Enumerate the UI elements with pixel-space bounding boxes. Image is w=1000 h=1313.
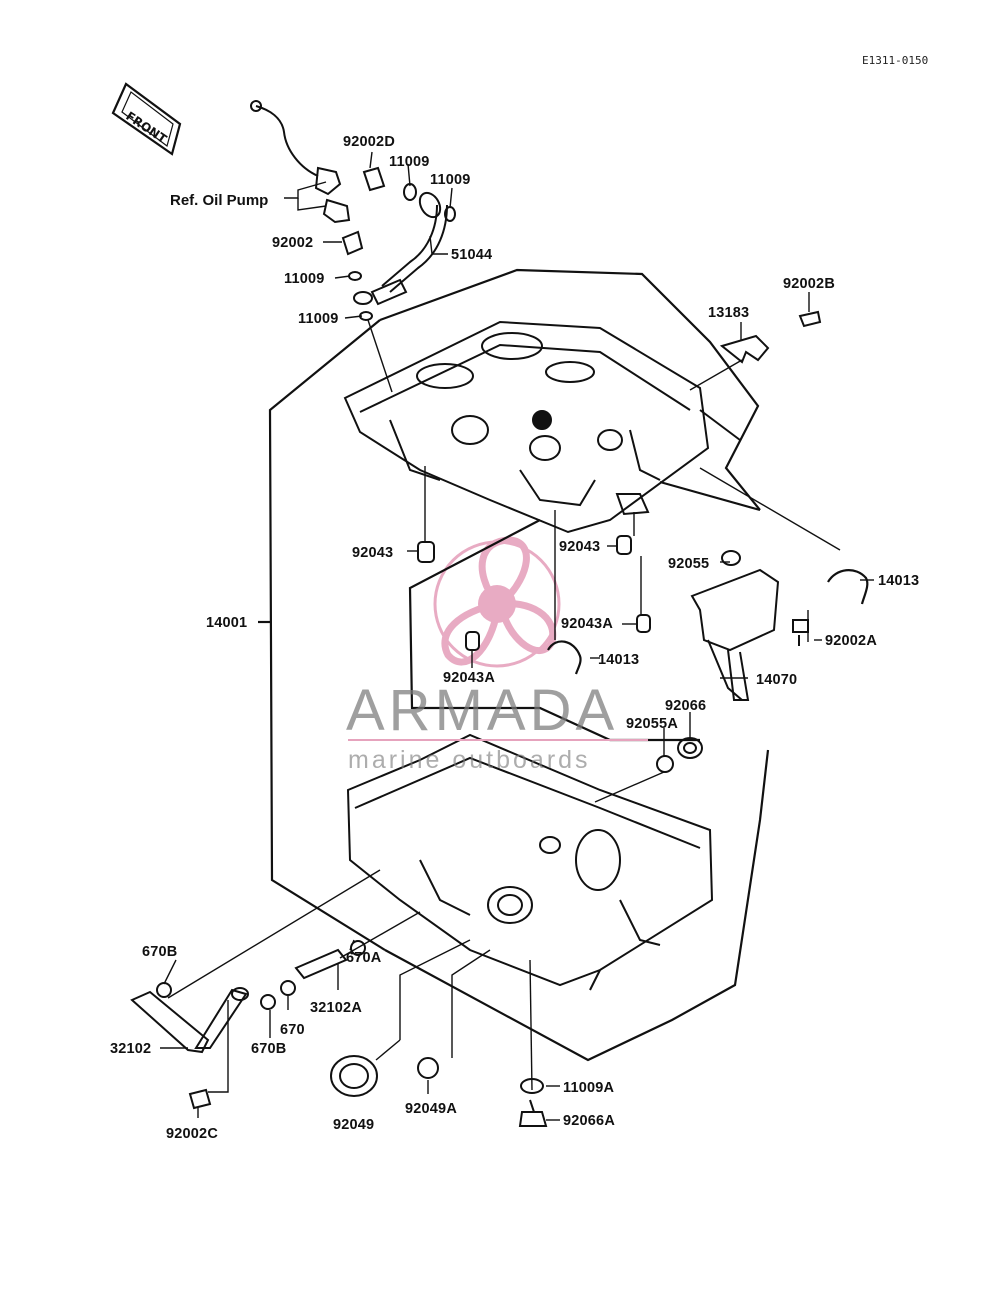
part-14013-a: 14013	[878, 573, 919, 589]
part-32102A: 32102A	[310, 1000, 362, 1016]
part-92066: 92066	[665, 698, 706, 714]
part-labels: 92002D 11009 11009 Ref. Oil Pump 92002 5…	[110, 134, 919, 1142]
shift-linkage-32102	[130, 940, 366, 1110]
part-32102: 32102	[110, 1041, 151, 1057]
part-13183: 13183	[708, 305, 749, 321]
part-11009-a: 11009	[389, 154, 430, 170]
part-92043-a: 92043	[352, 545, 393, 561]
seal-14013	[547, 569, 869, 675]
part-92002B: 92002B	[783, 276, 835, 292]
part-92002: 92002	[272, 235, 313, 251]
watermark-tagline: marine outboards	[348, 746, 591, 774]
part-14001: 14001	[206, 615, 247, 631]
bracket-13183	[719, 310, 822, 364]
leader-lines	[160, 151, 874, 1121]
front-arrow-icon: FRONT	[111, 82, 182, 156]
ref-oil-pump-label: Ref. Oil Pump	[170, 192, 268, 209]
part-11009A: 11009A	[563, 1080, 615, 1096]
part-11009-d: 11009	[298, 311, 339, 327]
part-670B-a: 670B	[142, 944, 177, 960]
part-92049: 92049	[333, 1117, 374, 1133]
part-92055: 92055	[668, 556, 709, 572]
part-670A: 670A	[346, 950, 382, 966]
upper-crankcase	[343, 320, 741, 534]
front-label: FRONT	[123, 109, 170, 147]
armada-propeller-icon	[433, 536, 561, 668]
part-11009-b: 11009	[430, 172, 471, 188]
part-92002D: 92002D	[343, 134, 395, 150]
part-92066A: 92066A	[563, 1113, 615, 1129]
part-11009-c: 11009	[284, 271, 325, 287]
part-14070: 14070	[756, 672, 797, 688]
armada-watermark: ARMADA marine outboards	[346, 678, 648, 774]
part-92002A: 92002A	[825, 633, 877, 649]
part-92043-b: 92043	[559, 539, 600, 555]
part-92002C: 92002C	[166, 1126, 218, 1142]
part-92049A: 92049A	[405, 1101, 457, 1117]
part-51044: 51044	[451, 247, 492, 263]
part-670: 670	[280, 1022, 305, 1038]
part-92055A: 92055A	[626, 716, 678, 732]
part-14013-b: 14013	[598, 652, 639, 668]
breather-cover-14070	[690, 550, 809, 701]
part-92043A-a: 92043A	[561, 616, 613, 632]
part-92043A-b: 92043A	[443, 670, 495, 686]
diagram-code: E1311-0150	[862, 54, 928, 67]
assembly-bracket-outline	[258, 268, 770, 1062]
part-670B-b: 670B	[251, 1041, 286, 1057]
watermark-brand: ARMADA	[346, 678, 618, 743]
